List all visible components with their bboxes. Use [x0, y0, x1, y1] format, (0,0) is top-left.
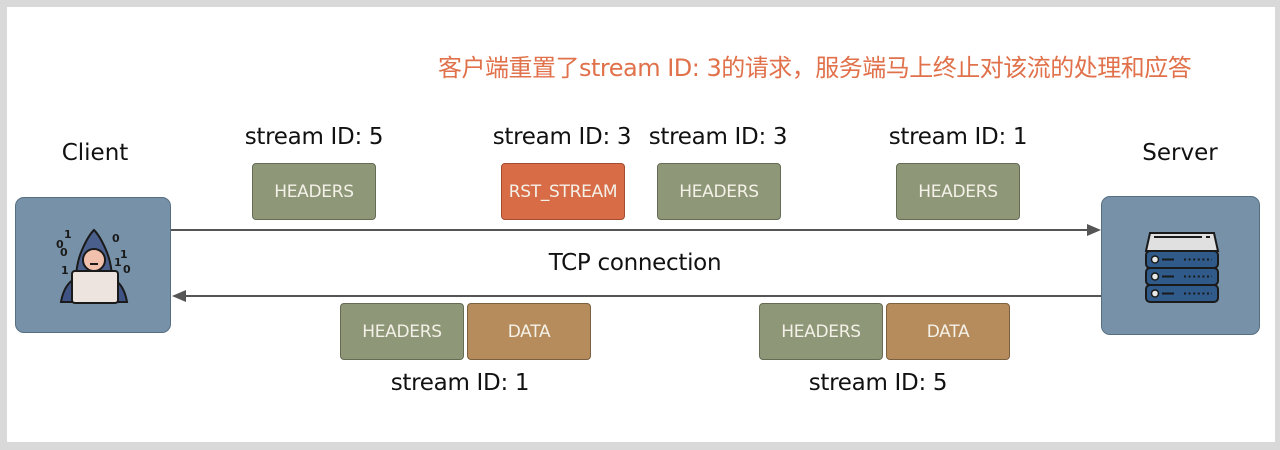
- server-rack-icon: [1144, 232, 1220, 303]
- data-frame: DATA: [467, 303, 591, 360]
- server-node: [1101, 196, 1260, 335]
- rst-stream-frame: RST_STREAM: [501, 163, 625, 220]
- data-frame: DATA: [886, 303, 1010, 360]
- svg-text:1: 1: [61, 264, 69, 277]
- svg-text:0: 0: [60, 246, 68, 259]
- stream-label: stream ID: 1: [390, 370, 530, 396]
- stream-label: stream ID: 3: [648, 124, 788, 150]
- server-title: Server: [1142, 140, 1218, 166]
- stream-label: stream ID: 5: [808, 370, 948, 396]
- svg-text:0: 0: [123, 263, 131, 276]
- connection-label: TCP connection: [548, 250, 722, 276]
- stream-label: stream ID: 3: [492, 124, 632, 150]
- stream-label: stream ID: 1: [888, 124, 1028, 150]
- stream-label: stream ID: 5: [244, 124, 384, 150]
- svg-text:1: 1: [64, 228, 72, 241]
- hacker-laptop-icon: 010 101 10: [56, 228, 131, 304]
- headers-frame: HEADERS: [340, 303, 464, 360]
- svg-text:1: 1: [114, 256, 122, 269]
- headers-frame: HEADERS: [657, 163, 781, 220]
- diagram-caption: 客户端重置了stream ID: 3的请求，服务端马上终止对该流的处理和应答: [438, 54, 1192, 82]
- headers-frame: HEADERS: [252, 163, 376, 220]
- diagram-canvas: [7, 7, 1275, 442]
- svg-text:1: 1: [120, 248, 128, 261]
- svg-text:0: 0: [56, 238, 64, 251]
- svg-text:0: 0: [112, 232, 120, 245]
- headers-frame: HEADERS: [759, 303, 883, 360]
- headers-frame: HEADERS: [896, 163, 1020, 220]
- client-title: Client: [61, 140, 129, 166]
